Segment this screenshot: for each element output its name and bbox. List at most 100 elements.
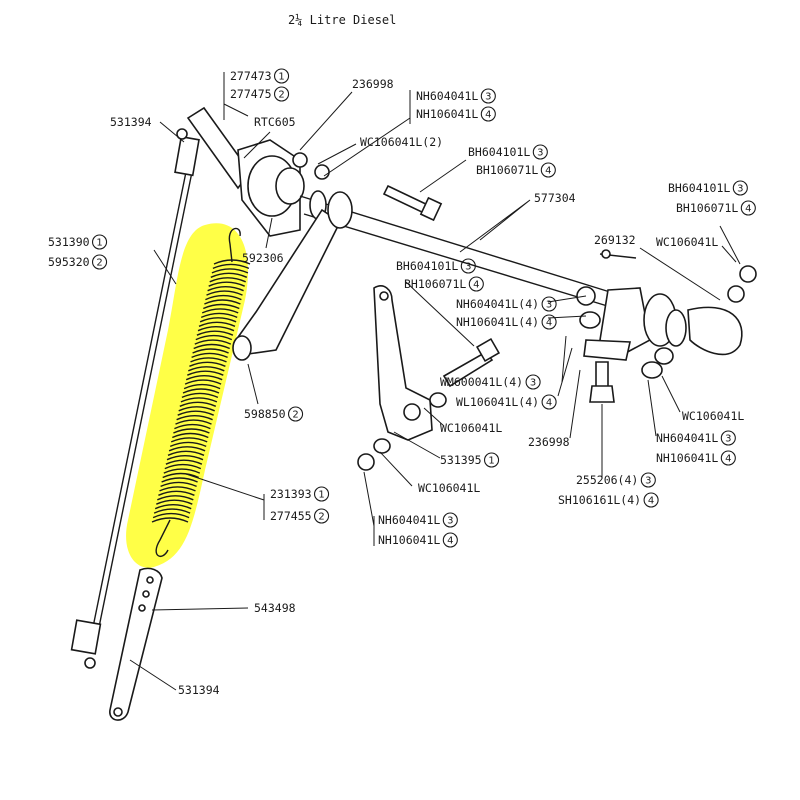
lower-link — [109, 567, 163, 721]
label-wc106041l-2: WC106041L(2) — [360, 135, 443, 149]
circle-number: 3 — [530, 378, 536, 389]
circle-marker — [313, 508, 330, 524]
label-wm600041l-4: WM600041L(4) — [440, 375, 523, 389]
circle-marker — [640, 472, 656, 488]
circle-marker — [91, 234, 108, 250]
label-wc106041l-center: WC106041L — [440, 421, 502, 435]
circle-marker — [720, 450, 736, 466]
label-wc106041l-right-bottom: WC106041L — [682, 409, 744, 423]
circle-marker — [287, 406, 304, 422]
circle-marker — [273, 86, 290, 102]
label-nh106041l-top: NH106041L — [416, 107, 478, 121]
label-p531394-bottom: 531394 — [178, 683, 220, 697]
circle-marker — [541, 314, 557, 330]
label-bh604101l-right: BH604101L — [668, 181, 730, 195]
circle-number: 1 — [318, 490, 324, 501]
label-nh604041l-4: NH604041L(4) — [456, 297, 539, 311]
clip — [599, 249, 637, 259]
circle-number: 1 — [488, 456, 494, 467]
diagram-title: 2¼ Litre Diesel — [288, 13, 396, 27]
label-p236998-top: 236998 — [352, 77, 394, 91]
part-labels: 277473 1 277475 2 236998 531394 RTC605NH604041… — [48, 68, 756, 697]
circle-marker — [740, 200, 756, 216]
circle-number: 4 — [648, 496, 654, 507]
bolt-mid — [382, 184, 443, 222]
label-p269132: 269132 — [594, 233, 636, 247]
label-p531395: 531395 — [440, 453, 482, 467]
label-bh604101l-mid: BH604101L — [468, 145, 530, 159]
label-bh604101l-left: BH604101L — [396, 259, 458, 273]
circle-number: 4 — [546, 398, 552, 409]
label-p277455: 277455 — [270, 509, 312, 523]
circle-marker — [541, 394, 557, 410]
label-wc106041l-lower: WC106041L — [418, 481, 480, 495]
drop-lever — [232, 191, 353, 361]
circle-marker — [525, 374, 541, 390]
circle-marker — [532, 144, 548, 160]
circle-number: 3 — [465, 262, 471, 273]
circle-marker — [313, 486, 330, 502]
label-p255206-4: 255206(4) — [576, 473, 638, 487]
circle-marker — [483, 452, 500, 468]
circle-marker — [732, 180, 748, 196]
spring — [151, 227, 251, 558]
circle-number: 4 — [545, 166, 551, 177]
circle-number: 4 — [447, 536, 453, 547]
circle-number: 2 — [292, 410, 298, 421]
label-p531390: 531390 — [48, 235, 90, 249]
label-sh106161l-4: SH106161L(4) — [558, 493, 641, 507]
circle-number: 4 — [473, 280, 479, 291]
label-p277475: 277475 — [230, 87, 272, 101]
bent-lever — [373, 285, 433, 441]
circle-number: 4 — [546, 318, 552, 329]
circle-number: 3 — [546, 300, 552, 311]
label-p543498: 543498 — [254, 601, 296, 615]
circle-marker — [468, 276, 484, 292]
label-nh106041l-bottom: NH106041L — [378, 533, 440, 547]
circle-marker — [442, 512, 458, 528]
spring-hooks — [155, 227, 241, 558]
circle-marker — [720, 430, 736, 446]
circle-marker — [480, 88, 496, 104]
circle-marker — [460, 258, 476, 274]
label-p531394-top: 531394 — [110, 115, 152, 129]
circle-number: 2 — [318, 512, 324, 523]
circle-number: 2 — [96, 258, 102, 269]
lower-fixings — [357, 392, 447, 471]
circle-number: 4 — [485, 110, 491, 121]
label-p236998-bottom: 236998 — [528, 435, 570, 449]
label-bh106071l-left: BH106071L — [404, 277, 466, 291]
circle-number: 3 — [447, 516, 453, 527]
label-rtc605: RTC605 — [254, 115, 296, 129]
circle-number: 2 — [278, 90, 284, 101]
circle-number: 4 — [725, 454, 731, 465]
label-p592306: 592306 — [242, 251, 284, 265]
label-bh106071l-mid: BH106071L — [476, 163, 538, 177]
circle-number: 3 — [737, 184, 743, 195]
label-p231393: 231393 — [270, 487, 312, 501]
circle-marker — [91, 254, 108, 270]
circle-marker — [442, 532, 458, 548]
upper-lever — [186, 106, 330, 237]
label-nh604041l-right: NH604041L — [656, 431, 718, 445]
label-p577304: 577304 — [534, 191, 576, 205]
right-bracket — [576, 265, 757, 361]
leader-lines — [129, 72, 741, 691]
circle-number: 4 — [745, 204, 751, 215]
circle-marker — [540, 162, 556, 178]
circle-number: 3 — [537, 148, 543, 159]
circle-number: 3 — [725, 434, 731, 445]
bolt-left — [442, 337, 501, 388]
washers-right — [641, 347, 674, 379]
circle-marker — [643, 492, 659, 508]
circle-marker — [541, 296, 557, 312]
label-nh106041l-right: NH106041L — [656, 451, 718, 465]
label-p277473: 277473 — [230, 69, 272, 83]
circle-number: 3 — [485, 92, 491, 103]
label-nh106041l-4: NH106041L(4) — [456, 315, 539, 329]
label-p595320: 595320 — [48, 255, 90, 269]
long-rod — [70, 128, 200, 669]
circle-marker — [273, 68, 290, 84]
bolt-right — [589, 361, 615, 403]
